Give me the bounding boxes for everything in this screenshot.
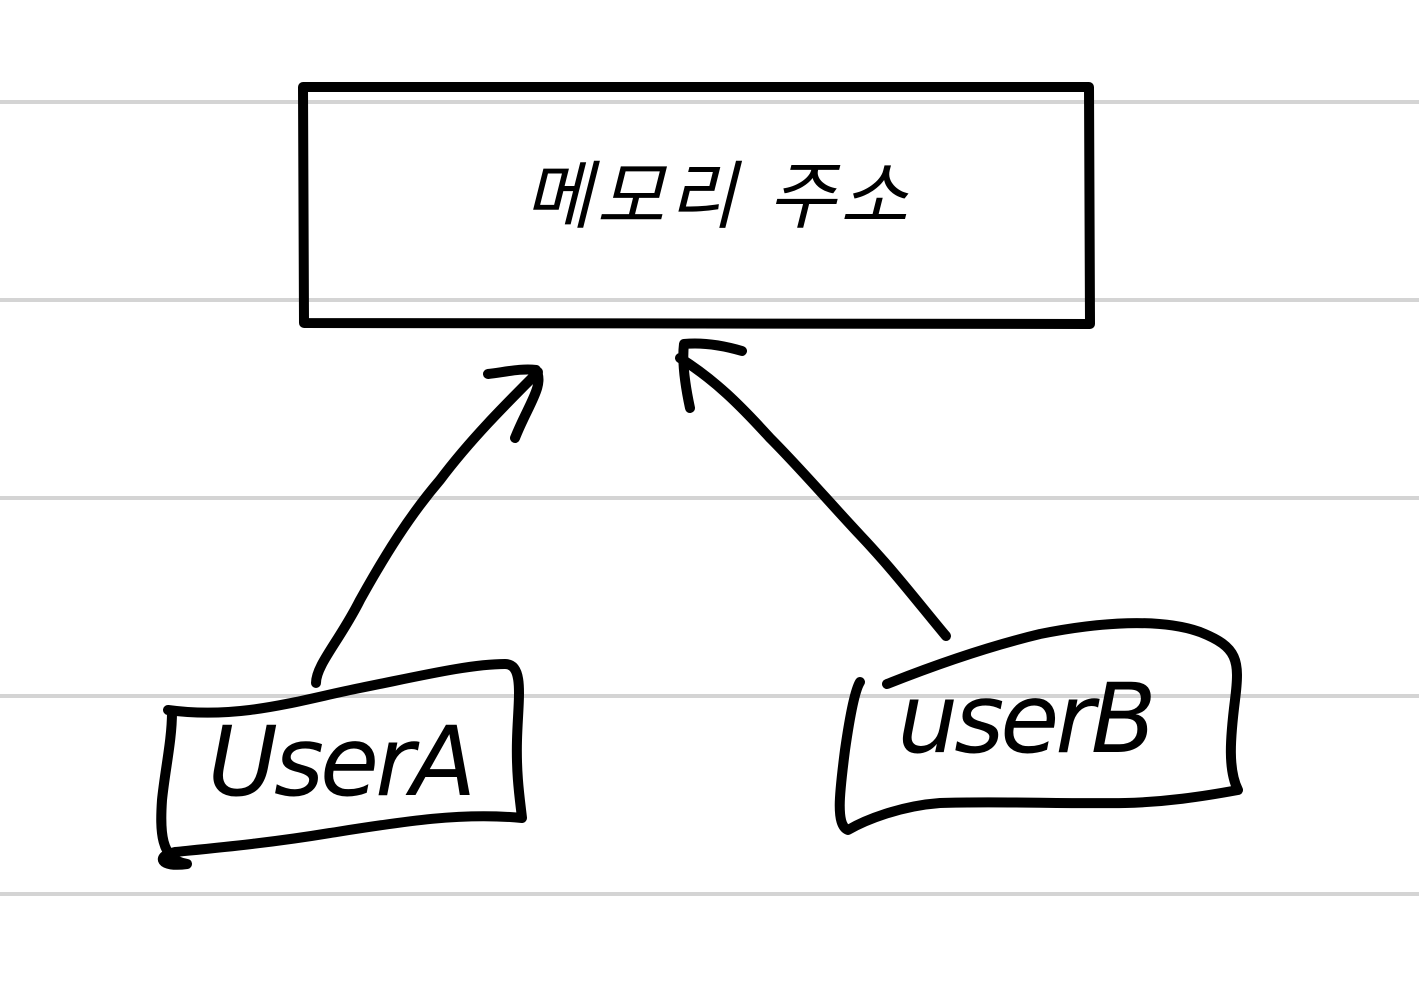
user-b-box — [834, 618, 1243, 835]
memory-address-node: 메모리 주소 — [298, 82, 1095, 329]
user-b-label: userB — [897, 663, 1152, 775]
memory-address-label: 메모리 주소 — [524, 154, 912, 240]
arrowhead-icon — [678, 338, 747, 413]
user-a-node: UserA — [156, 659, 527, 870]
arrow-shaft — [311, 367, 543, 688]
arrow-user-a-to-memory — [311, 364, 544, 688]
user-b-node: userB — [834, 618, 1243, 835]
user-a-box — [156, 659, 527, 870]
memory-address-box — [298, 82, 1095, 329]
arrow-shaft — [675, 353, 951, 641]
arrow-user-b-to-memory — [675, 338, 951, 641]
arrowhead-icon — [483, 364, 544, 443]
user-a-label: UserA — [208, 706, 472, 818]
ruled-lines — [0, 100, 1419, 896]
